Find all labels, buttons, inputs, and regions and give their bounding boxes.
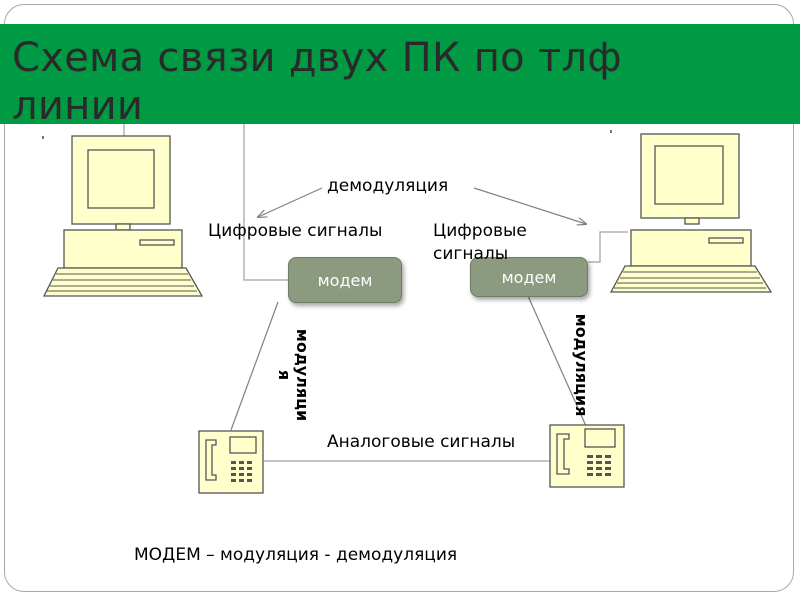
label-digital-signals-right-line2: сигналы bbox=[433, 244, 509, 264]
line-modem-left-to-phone bbox=[230, 301, 279, 431]
line-pc-right-to-modem bbox=[588, 231, 628, 263]
modem-left: модем bbox=[288, 257, 402, 303]
arrow-demodulation-left bbox=[258, 187, 323, 217]
label-demodulation: демодуляция bbox=[327, 176, 449, 196]
label-analog-signals: Аналоговые сигналы bbox=[327, 432, 516, 452]
label-modulation-left-line2: я bbox=[275, 369, 294, 381]
footer-caption: МОДЕМ – модуляция - демодуляция bbox=[134, 545, 458, 565]
modem-left-label: модем bbox=[317, 270, 373, 290]
label-digital-signals-right-line1: Цифровые bbox=[433, 221, 527, 241]
title-bar bbox=[0, 24, 800, 124]
telephone-icon bbox=[549, 424, 625, 488]
label-modulation-left-line1: модуляци bbox=[293, 328, 312, 422]
slide-title: Схема связи двух ПК по тлф линии bbox=[12, 35, 622, 129]
computer-icon bbox=[609, 133, 773, 293]
line-modem-right-to-phone bbox=[527, 295, 587, 427]
label-modulation-right: модуляция bbox=[572, 313, 591, 417]
telephone-icon bbox=[198, 430, 264, 494]
computer-icon bbox=[42, 135, 204, 297]
arrow-demodulation-right bbox=[473, 187, 586, 224]
modem-right: модем bbox=[470, 257, 588, 297]
modem-right-label: модем bbox=[501, 267, 557, 287]
slide-frame bbox=[4, 4, 794, 592]
label-modulation-left: модуляци я bbox=[271, 320, 312, 430]
label-digital-signals-left: Цифровые сигналы bbox=[208, 221, 383, 241]
